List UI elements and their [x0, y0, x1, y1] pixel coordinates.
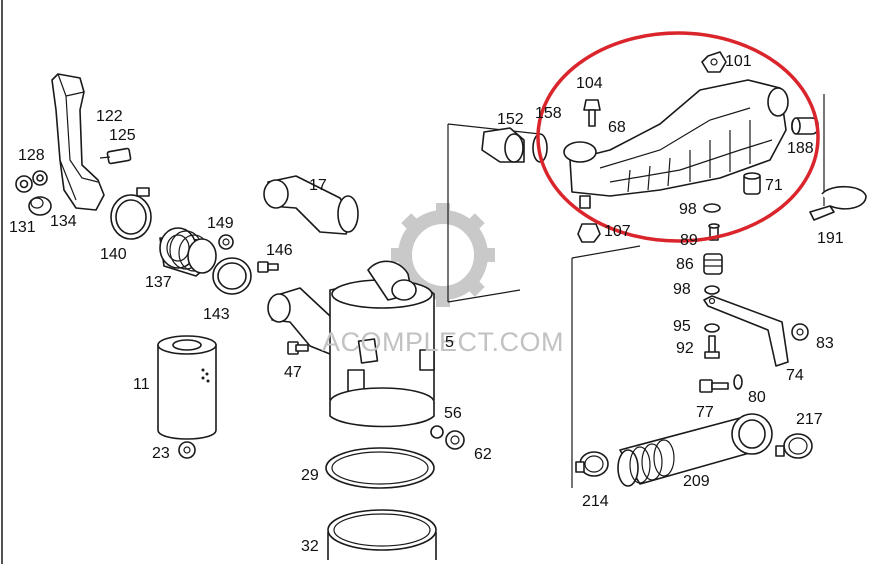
part-122-snorkel — [51, 73, 105, 211]
part-98-washer-top — [703, 203, 721, 213]
label-5: 5 — [445, 334, 454, 351]
part-152-hose — [481, 127, 525, 163]
assembly-frame — [447, 94, 825, 488]
part-143-clamp — [212, 257, 252, 295]
label-83: 83 — [816, 335, 834, 352]
part-107-nut — [577, 223, 601, 243]
part-188-hose — [791, 117, 819, 135]
part-146-bolt — [257, 261, 279, 273]
part-80-washer — [733, 374, 743, 390]
watermark-text: ACOMPLECT.COM — [322, 327, 564, 357]
part-149-nut — [218, 234, 234, 250]
label-217: 217 — [796, 411, 823, 428]
label-125: 125 — [109, 127, 136, 144]
label-143: 143 — [203, 306, 230, 323]
part-56-washer — [430, 425, 444, 439]
label-68: 68 — [608, 119, 626, 136]
label-128: 128 — [18, 147, 45, 164]
part-140-clamp — [110, 187, 152, 240]
label-137: 137 — [145, 274, 172, 291]
label-209: 209 — [683, 473, 710, 490]
label-146: 146 — [266, 242, 293, 259]
part-47-bolt — [287, 341, 309, 355]
part-131-nut — [15, 175, 33, 193]
part-104-bolt — [583, 99, 601, 127]
label-23: 23 — [152, 445, 170, 462]
part-134-grommet — [28, 196, 52, 216]
label-56: 56 — [444, 405, 462, 422]
label-80: 80 — [748, 389, 766, 406]
label-47: 47 — [284, 364, 302, 381]
label-122: 122 — [96, 108, 123, 125]
label-77: 77 — [696, 404, 714, 421]
part-intake-duct — [563, 79, 789, 209]
label-29: 29 — [301, 467, 319, 484]
part-191-cable-tie — [809, 185, 867, 221]
label-86: 86 — [676, 256, 694, 273]
label-140: 140 — [100, 246, 127, 263]
part-137-bellows — [159, 227, 217, 277]
label-74: 74 — [786, 367, 804, 384]
label-89: 89 — [680, 232, 698, 249]
label-17: 17 — [309, 177, 327, 194]
label-152: 152 — [497, 111, 524, 128]
part-89-stud — [708, 223, 720, 241]
label-214: 214 — [582, 493, 609, 510]
part-71-bushing — [743, 172, 761, 195]
part-92-bolt — [704, 335, 720, 359]
part-32-seal-ring — [327, 509, 437, 560]
part-217-clamp — [775, 433, 813, 459]
part-125-sensor — [99, 147, 132, 165]
label-92: 92 — [676, 340, 694, 357]
part-17-hose — [263, 175, 359, 235]
part-214-clamp — [575, 451, 609, 477]
label-104: 104 — [576, 75, 603, 92]
label-191: 191 — [817, 230, 844, 247]
label-134: 134 — [50, 213, 77, 230]
part-83-nut — [791, 323, 809, 341]
label-11: 11 — [133, 376, 150, 393]
label-98-top: 98 — [679, 201, 697, 218]
label-131: 131 — [9, 219, 36, 236]
part-77-bolt — [699, 379, 729, 393]
part-11-filter-element — [157, 335, 217, 440]
label-107: 107 — [604, 223, 631, 240]
part-62-nut — [445, 430, 465, 450]
label-101: 101 — [725, 53, 752, 70]
label-32: 32 — [301, 538, 319, 555]
part-95-washer — [704, 323, 720, 333]
label-188: 188 — [787, 140, 814, 157]
part-5-filter-housing — [329, 260, 435, 428]
part-101-nut — [701, 51, 727, 73]
label-158: 158 — [535, 105, 562, 122]
part-23-nut — [178, 441, 196, 459]
part-29-seal-ring — [325, 447, 435, 489]
part-128-washer — [32, 170, 48, 186]
label-71: 71 — [765, 177, 783, 194]
part-74-bracket — [703, 295, 789, 367]
highlight-ellipse — [536, 31, 820, 243]
label-98-mid: 98 — [673, 281, 691, 298]
label-95: 95 — [673, 318, 691, 335]
part-209-bellows-hose — [617, 413, 773, 487]
label-149: 149 — [207, 215, 234, 232]
label-62: 62 — [474, 446, 492, 463]
part-86-rubber-mount — [703, 253, 723, 275]
part-98-washer-mid — [704, 285, 720, 295]
